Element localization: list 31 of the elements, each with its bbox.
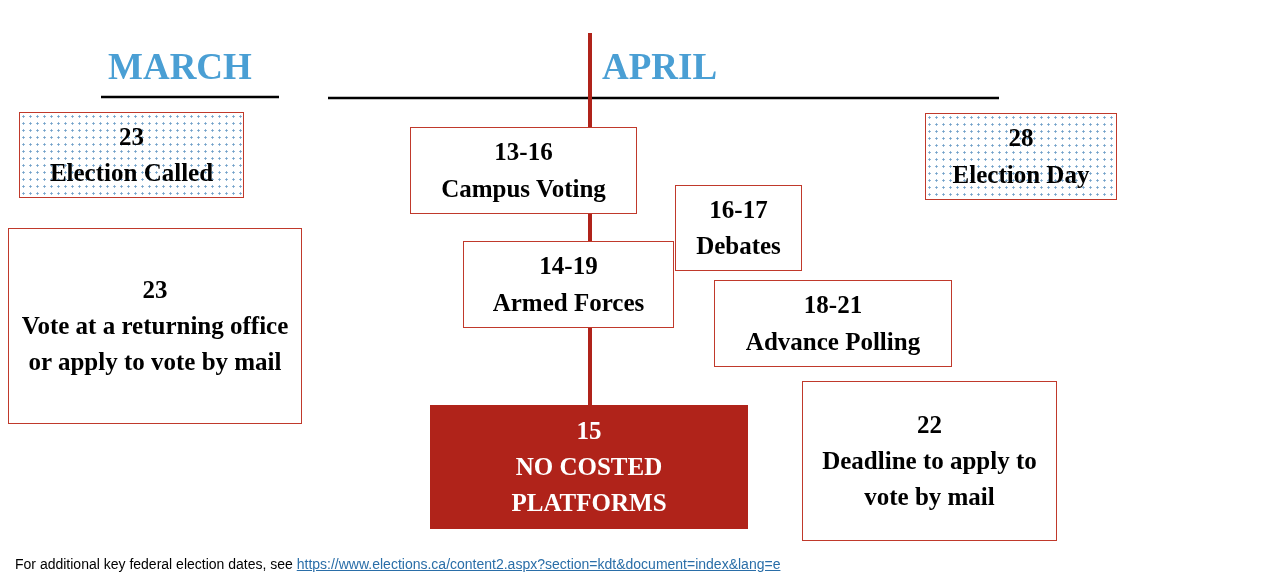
event-text: Armed Forces [491, 287, 646, 318]
date-box [410, 127, 637, 214]
date-text: 14-19 [538, 251, 599, 282]
date-box [925, 113, 1117, 200]
date-text: 13-16 [493, 137, 554, 168]
event-text: Vote at a returning office or apply to vote by mail [20, 310, 290, 378]
date-text: 16-17 [708, 194, 769, 225]
event-text: Advance Polling [744, 326, 922, 357]
month-heading: MARCH [108, 48, 252, 85]
date-text: 15 [575, 415, 603, 446]
event-text: Campus Voting [440, 173, 607, 204]
date-text: 23 [118, 121, 145, 152]
footnote-text: For additional key federal election dates, see [15, 556, 293, 572]
date-box [463, 241, 674, 328]
date-text: 23 [141, 274, 169, 305]
event-text: Deadline to apply to vote by mail [821, 445, 1038, 513]
date-box [675, 185, 802, 271]
event-text: NO COSTED PLATFORMS [510, 451, 668, 519]
event-text: Debates [695, 231, 782, 261]
date-box [19, 112, 244, 198]
date-box [714, 280, 952, 367]
date-text: 22 [916, 409, 943, 440]
date-text: 28 [1007, 123, 1035, 154]
date-box [8, 228, 302, 424]
event-text: Election Called [48, 158, 215, 188]
month-heading: APRIL [602, 48, 718, 85]
footnote-link: https://www.elections.ca/content2.aspx?section=kdt&document=index&lang=e [296, 556, 781, 572]
date-text: 18-21 [802, 290, 864, 321]
event-text: Election Day [951, 159, 1091, 190]
date-box [802, 381, 1057, 541]
highlight-box [430, 405, 748, 529]
